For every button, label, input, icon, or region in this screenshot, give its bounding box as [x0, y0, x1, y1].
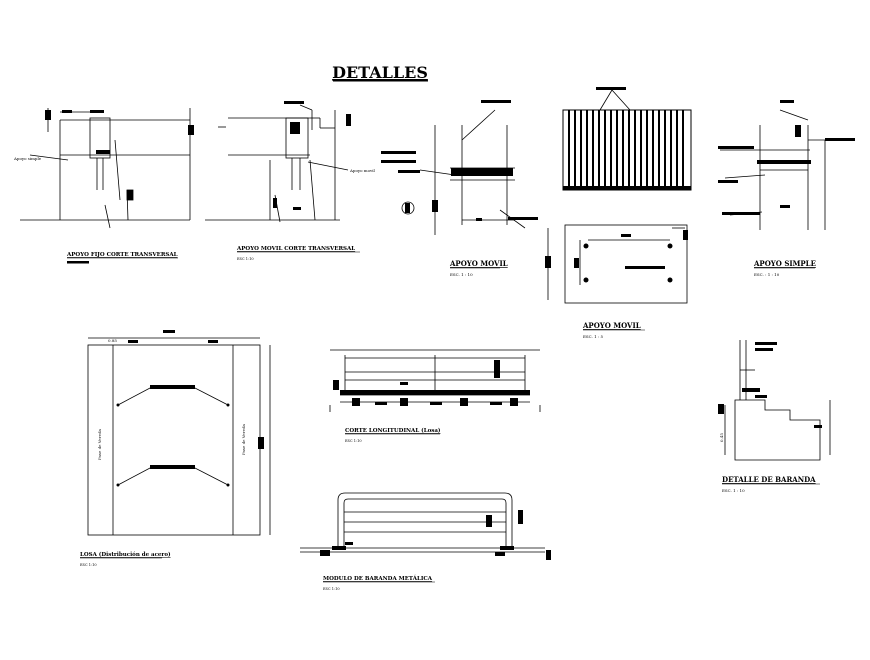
corte-longitudinal-title: CORTE LONGITUDINAL (Losa) [345, 427, 441, 434]
apoyo-movil-1-title: APOYO MOVIL [449, 259, 508, 268]
losa-dim-top: 0.85 [108, 338, 117, 343]
detail-losa [87, 337, 271, 536]
baranda-side-dim: 0.45 [719, 433, 724, 442]
apoyo-movil-1-scale: ESC. 1 : 10 [450, 272, 473, 277]
baranda-title: DETALLE DE BARANDA [722, 475, 816, 484]
apoyo-fijo-note: Apoyo simple [13, 156, 42, 161]
apoyo-movil-2-scale: ESC. 1 : 5 [583, 334, 604, 339]
apoyo-movil-corte-title: APOYO MOVIL CORTE TRANSVERSAL [236, 246, 355, 252]
modulo-baranda-scale: ESC 1:10 [323, 587, 340, 591]
apoyo-simple-title: APOYO SIMPLE [753, 259, 816, 268]
apoyo-fijo-title: APOYO FIJO CORTE TRANSVERSAL [66, 252, 178, 258]
apoyo-movil-2-title: APOYO MOVIL [582, 321, 641, 330]
apoyo-movil-corte-scale: ESC 1:10 [237, 257, 254, 261]
detail-baranda [724, 340, 831, 461]
detail-apoyo-movil-corte [205, 104, 349, 223]
losa-scale: ESC 1:10 [80, 563, 97, 567]
corte-longitudinal-scale: ESC 1:10 [345, 439, 362, 443]
modulo-baranda-title: MODULO DE BARANDA METÁLICA [323, 575, 433, 582]
losa-title: LOSA (Distribución de acero) [80, 551, 171, 558]
apoyo-simple-scale: ESC. : 1 : 10 [754, 272, 780, 277]
detail-plate-striped [562, 87, 692, 191]
baranda-scale: ESC. 1 : 10 [722, 488, 745, 493]
losa-right-label: Pase de Vereda [241, 423, 246, 455]
losa-left-label: Pase de Vereda [97, 428, 102, 460]
sheet-title: DETALLES [332, 63, 428, 82]
apoyo-movil-note: Apoyo movil [349, 168, 376, 173]
